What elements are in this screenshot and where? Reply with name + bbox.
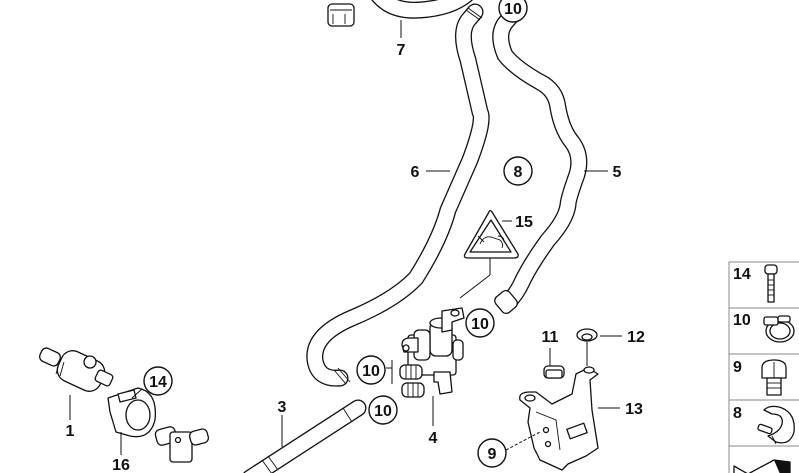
side-panel-item-14[interactable]: 14	[733, 264, 778, 303]
label-3: 3	[278, 399, 287, 416]
callout-10-valve-right[interactable]: 10	[465, 308, 495, 338]
svg-text:14: 14	[733, 266, 751, 283]
label-11: 11	[542, 329, 559, 346]
callout-14[interactable]: 14	[143, 366, 173, 396]
hose-part-3[interactable]	[243, 399, 367, 473]
hose-part-6[interactable]	[306, 3, 490, 387]
label-12: 12	[627, 329, 645, 346]
callout-9[interactable]: 9	[477, 438, 507, 468]
label-1: 1	[66, 423, 75, 440]
callout-10-valve-left[interactable]: 10	[356, 355, 386, 385]
callout-10-lower[interactable]: 10	[368, 395, 398, 425]
label-15: 15	[515, 214, 533, 231]
pump-part-1[interactable]	[38, 346, 114, 395]
label-13: 13	[625, 401, 643, 418]
hose-part-5[interactable]	[492, 5, 588, 315]
shim-icon	[733, 459, 791, 473]
side-panel-item-8[interactable]: 8	[733, 405, 795, 445]
svg-text:9: 9	[488, 446, 497, 463]
svg-text:8: 8	[733, 405, 742, 422]
bracket-part-16[interactable]	[107, 387, 157, 438]
bolt-icon	[764, 264, 778, 303]
label-16: 16	[112, 457, 130, 473]
svg-text:10: 10	[362, 363, 380, 380]
callout-8[interactable]: 8	[503, 156, 533, 186]
side-panel: 14 10 9	[728, 261, 799, 473]
bottom-connector[interactable]	[154, 426, 210, 463]
side-panel-item-10[interactable]: 10	[733, 312, 795, 343]
leader-lines	[69, 20, 622, 455]
svg-text:8: 8	[514, 164, 523, 181]
label-7: 7	[397, 42, 406, 59]
label-4: 4	[429, 430, 438, 447]
svg-text:9: 9	[733, 359, 742, 376]
svg-text:10: 10	[504, 1, 522, 18]
side-panel-item-shim[interactable]	[733, 459, 791, 473]
label-5: 5	[613, 164, 622, 181]
warning-label-part-15[interactable]	[463, 209, 519, 259]
svg-text:14: 14	[149, 374, 167, 391]
label-6: 6	[411, 164, 420, 181]
side-panel-item-9[interactable]: 9	[733, 359, 787, 396]
svg-text:10: 10	[733, 312, 751, 329]
hose-part-7[interactable]	[371, 0, 473, 19]
heater-valve-part-4[interactable]	[399, 307, 465, 398]
clip-icon	[757, 405, 795, 445]
svg-text:10: 10	[374, 403, 392, 420]
callout-10-top[interactable]: 10	[498, 0, 528, 23]
hex-bolt-icon	[761, 359, 787, 396]
hose-clamp-icon	[763, 315, 795, 343]
top-connector	[327, 3, 355, 27]
grommet-part-11[interactable]	[543, 365, 565, 379]
svg-text:10: 10	[471, 316, 489, 333]
cap-part-12[interactable]	[576, 328, 598, 342]
bracket-part-13[interactable]	[519, 366, 599, 471]
